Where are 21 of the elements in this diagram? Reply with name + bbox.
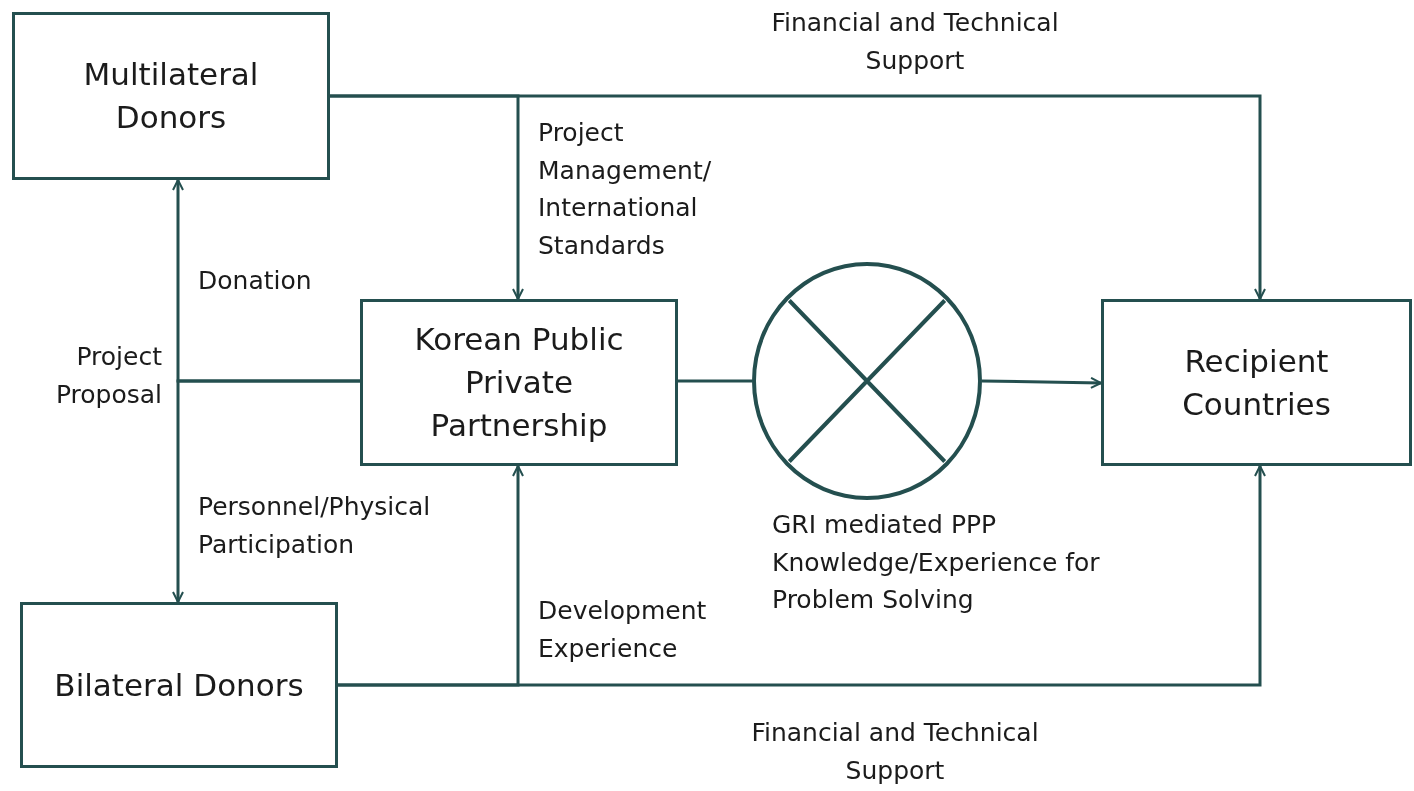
process-box <box>12 12 330 180</box>
box-label: Korean Public Private Partnership <box>413 320 625 445</box>
arrow <box>330 94 524 300</box>
edge-label: Financial and Technical Support <box>750 717 1040 787</box>
connector-line <box>678 379 752 383</box>
edge-label: Donation <box>198 265 313 297</box>
note-label: Project Proposal <box>54 341 162 411</box>
edge-label: Development Experience <box>538 595 708 665</box>
box-label: Bilateral Donors <box>54 665 304 705</box>
arrow <box>172 379 360 603</box>
edge-label: Project Management/ International Standards <box>538 117 713 262</box>
arrow <box>338 465 524 687</box>
edge-label: Personnel/Physical Participation <box>198 491 432 561</box>
box-label: Recipient Countries <box>1181 341 1332 424</box>
arrow <box>981 376 1102 389</box>
process-box <box>20 602 338 768</box>
box-label: Multilateral Donors <box>82 55 260 137</box>
edge-label: Financial and Technical Support <box>770 7 1060 77</box>
process-box <box>1101 299 1412 466</box>
node-caption: GRI mediated PPP Knowledge/Experience for Problem Solving <box>772 509 1101 616</box>
process-box <box>360 299 678 466</box>
